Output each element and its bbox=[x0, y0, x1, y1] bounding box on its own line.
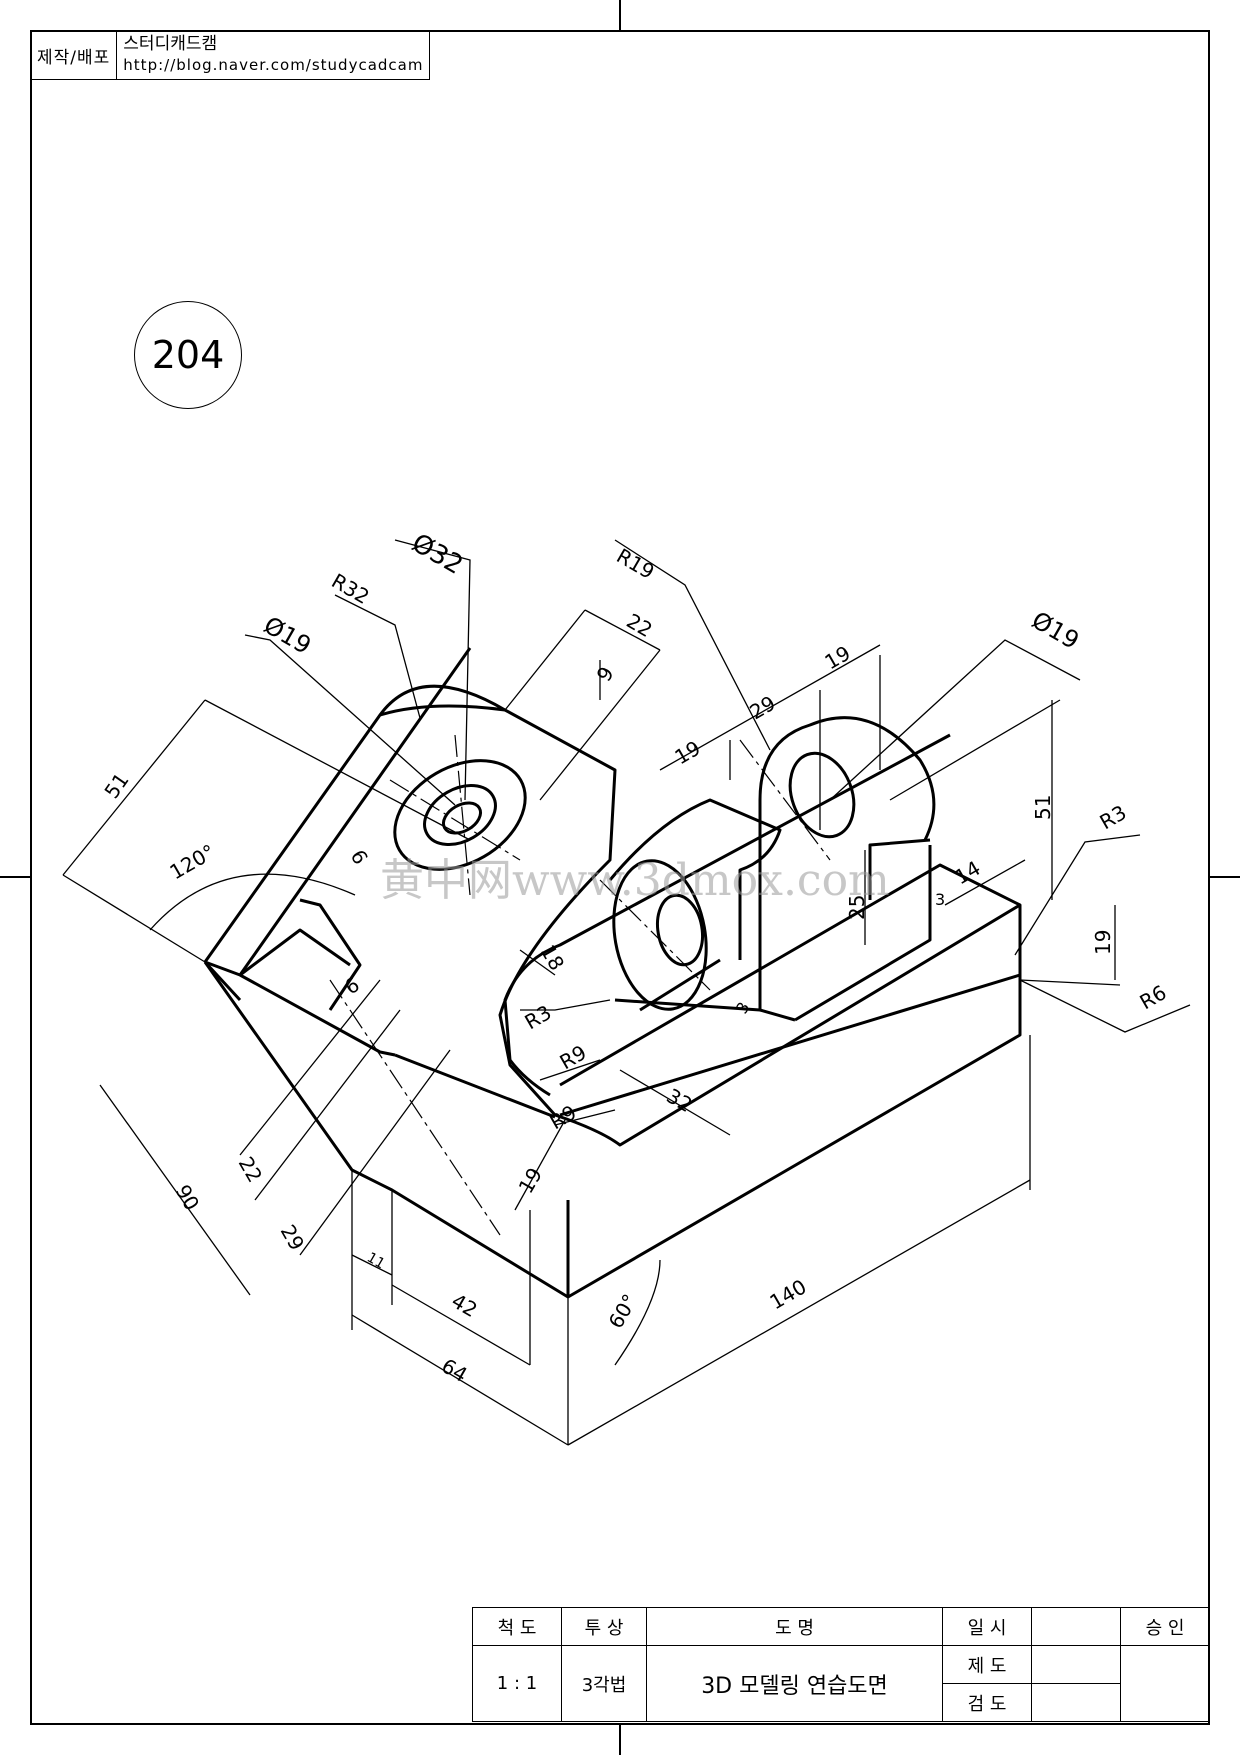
dim-3-right: 3 bbox=[935, 890, 945, 909]
dim-phi19-left: Ø19 bbox=[259, 611, 316, 660]
title-label: 도 명 bbox=[646, 1607, 943, 1646]
drawn-value bbox=[1031, 1645, 1121, 1684]
center-lines bbox=[329, 734, 831, 1236]
dim-3-mid: 3 bbox=[732, 999, 754, 1017]
projection-label: 투 상 bbox=[561, 1607, 647, 1646]
dim-9: 9 bbox=[592, 662, 619, 685]
dim-11: 11 bbox=[364, 1250, 387, 1273]
header-label: 제작/배포 bbox=[29, 30, 118, 80]
scale-value: 1 : 1 bbox=[472, 1645, 562, 1722]
center-mark-left bbox=[0, 876, 30, 878]
dim-r3-right: R3 bbox=[1096, 800, 1131, 834]
dim-r9-b: R9 bbox=[546, 1100, 581, 1134]
dim-51-right: 51 bbox=[1031, 795, 1055, 820]
dim-140: 140 bbox=[766, 1274, 811, 1314]
center-mark-bottom bbox=[619, 1725, 621, 1755]
drawing-number: 204 bbox=[151, 333, 225, 377]
dim-18: 18 bbox=[536, 941, 570, 975]
drawing-frame bbox=[30, 30, 1210, 1725]
checked-label: 검 도 bbox=[942, 1683, 1032, 1722]
dim-22-top: 22 bbox=[623, 609, 657, 643]
header-author: 스터디캐드캠 bbox=[123, 34, 218, 54]
approve-value bbox=[1120, 1645, 1210, 1722]
drawing-title: 3D 모델링 연습도면 bbox=[646, 1645, 943, 1722]
drawing-number-circle: 204 bbox=[134, 301, 242, 409]
scale-label: 척 도 bbox=[472, 1607, 562, 1646]
dim-60deg: 60° bbox=[604, 1290, 643, 1333]
dim-29: 29 bbox=[746, 691, 780, 725]
dim-phi32: Ø32 bbox=[407, 528, 468, 581]
header-url: http://blog.naver.com/studycadcam bbox=[123, 56, 424, 74]
dim-19-low: 19 bbox=[514, 1163, 548, 1197]
dim-6-a: 6 bbox=[346, 846, 373, 869]
watermark: 黄中网www.3dmox.com bbox=[380, 855, 890, 906]
approve-label: 승 인 bbox=[1120, 1607, 1210, 1646]
center-mark-right bbox=[1210, 876, 1240, 878]
date-value bbox=[1031, 1607, 1121, 1646]
dimension-lines bbox=[62, 539, 1191, 1446]
dim-22-low: 22 bbox=[234, 1153, 268, 1187]
dim-6-b: 6 bbox=[341, 972, 364, 999]
dim-51-left: 51 bbox=[99, 768, 133, 803]
dim-42: 42 bbox=[448, 1289, 482, 1323]
dim-r19: R19 bbox=[613, 544, 659, 584]
date-label: 일 시 bbox=[942, 1607, 1032, 1646]
dim-phi19-right: Ø19 bbox=[1027, 606, 1084, 655]
dim-25: 25 bbox=[845, 895, 869, 920]
checked-value bbox=[1031, 1683, 1121, 1722]
dim-64: 64 bbox=[438, 1354, 472, 1388]
header-credits: 스터디캐드캠 http://blog.naver.com/studycadcam bbox=[116, 30, 431, 80]
drawn-label: 제 도 bbox=[942, 1645, 1032, 1684]
dim-r6: R6 bbox=[1136, 980, 1171, 1014]
dim-19-right: 19 bbox=[1091, 930, 1115, 955]
center-mark-top bbox=[619, 0, 621, 30]
header-box: 제작/배포 스터디캐드캠 http://blog.naver.com/study… bbox=[29, 30, 431, 80]
part-outline bbox=[203, 647, 1022, 1299]
dim-90: 90 bbox=[171, 1181, 205, 1215]
dim-120deg: 120° bbox=[166, 839, 220, 884]
dim-19-top: 19 bbox=[821, 641, 855, 675]
projection-value: 3각법 bbox=[561, 1645, 647, 1722]
title-block: 척 도 투 상 도 명 일 시 승 인 1 : 1 3각법 3D 모델링 연습도… bbox=[472, 1607, 1210, 1722]
dim-r3-left: R3 bbox=[521, 1000, 556, 1034]
dim-19-mid: 19 bbox=[671, 736, 705, 770]
